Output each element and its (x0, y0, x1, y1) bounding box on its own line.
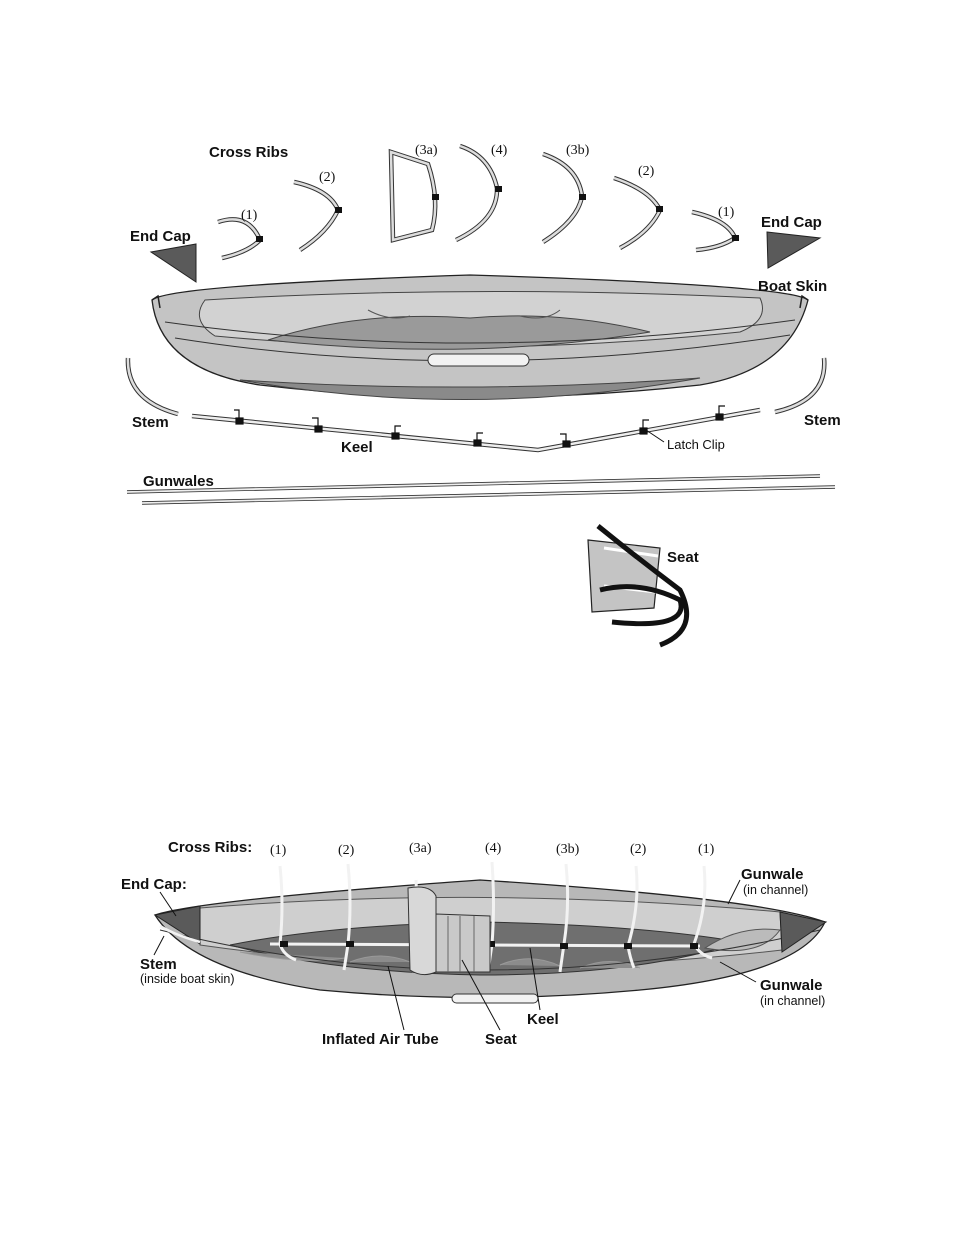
stem-right-part (774, 357, 827, 415)
gunwale-bottom-label: Gunwale (760, 977, 823, 994)
rib-number-2-left: (2) (319, 170, 336, 185)
rib-number-4: (4) (491, 143, 508, 158)
end-cap-left-part (149, 243, 197, 283)
rib-number-2-right-bottom: (2) (630, 842, 647, 857)
stem-right-label: Stem (804, 412, 841, 429)
rib-number-3a: (3a) (415, 143, 438, 158)
cross-ribs-label-bottom: Cross Ribs: (168, 839, 252, 856)
rib-number-2-right: (2) (638, 164, 655, 179)
rib-1-right (691, 209, 739, 253)
seat-label-bottom: Seat (485, 1031, 517, 1048)
gunwales-parts (126, 474, 836, 505)
keel-label-bottom: Keel (527, 1011, 559, 1028)
keel-leader-bottom (529, 947, 541, 1011)
rib-1-left (217, 217, 263, 261)
keel-label: Keel (341, 439, 373, 456)
rib-number-3a-bottom: (3a) (409, 841, 432, 856)
gunwale-top-note: (in channel) (743, 883, 808, 897)
rib-number-1-left: (1) (241, 208, 258, 223)
inflated-air-tube-label: Inflated Air Tube (322, 1031, 439, 1048)
end-cap-right-label: End Cap (761, 214, 822, 231)
seat-assembled (407, 886, 491, 976)
rib-2-left (293, 179, 342, 252)
seat-part (587, 524, 690, 648)
top-parts-diagram: Cross Ribs (1) (2) (3a) (4) (3b) (2) (1)… (125, 143, 841, 648)
gunwale-bottom-note: (in channel) (760, 994, 825, 1008)
end-cap-left-assembled (153, 905, 201, 945)
rib-number-3b: (3b) (566, 143, 590, 158)
seat-leader-bottom (461, 959, 501, 1031)
rib-2-right (613, 175, 663, 250)
rib-number-3b-bottom: (3b) (556, 842, 580, 857)
latch-clip-label: Latch Clip (667, 437, 725, 452)
rib-number-4-bottom: (4) (485, 841, 502, 856)
end-cap-label-bottom: End Cap: (121, 876, 187, 893)
bottom-assembled-diagram: Cross Ribs: (1) (2) (3a) (4) (3b) (2) (1… (121, 839, 828, 1048)
rib-3b (541, 151, 586, 244)
boat-skin-part (151, 274, 809, 400)
stem-assembled (159, 924, 201, 944)
gunwales-label: Gunwales (143, 473, 214, 490)
air-tube-leader (387, 965, 405, 1031)
gunwale-top-leader (727, 879, 741, 905)
end-cap-right-assembled (779, 911, 828, 953)
rib-number-1-left-bottom: (1) (270, 843, 287, 858)
end-cap-left-label: End Cap (130, 228, 191, 245)
end-cap-right-part (766, 231, 822, 269)
latch-clips (234, 405, 725, 448)
gunwale-bottom-leader (719, 961, 757, 983)
rib-number-1-right-bottom: (1) (698, 842, 715, 857)
rib-4 (455, 143, 502, 243)
stem-label-bottom: Stem (140, 956, 177, 973)
cross-ribs-label: Cross Ribs (209, 144, 288, 161)
rib-number-1-right: (1) (718, 205, 735, 220)
rib-clips-assembled (280, 941, 698, 949)
keel-part (191, 405, 761, 453)
stem-left-part (125, 357, 179, 417)
seat-label: Seat (667, 549, 699, 566)
stem-leader-bottom (153, 935, 165, 956)
rib-number-2-left-bottom: (2) (338, 843, 355, 858)
assembled-canoe (153, 861, 828, 1004)
rib-3a (388, 148, 439, 243)
cross-ribs-parts (217, 143, 739, 261)
stem-left-label: Stem (132, 414, 169, 431)
gunwale-top-label: Gunwale (741, 866, 804, 883)
end-cap-leader-bottom (159, 891, 177, 917)
stem-note-bottom: (inside boat skin) (140, 972, 235, 986)
latch-clip-leader (645, 429, 665, 443)
boat-skin-label: Boat Skin (758, 278, 827, 295)
